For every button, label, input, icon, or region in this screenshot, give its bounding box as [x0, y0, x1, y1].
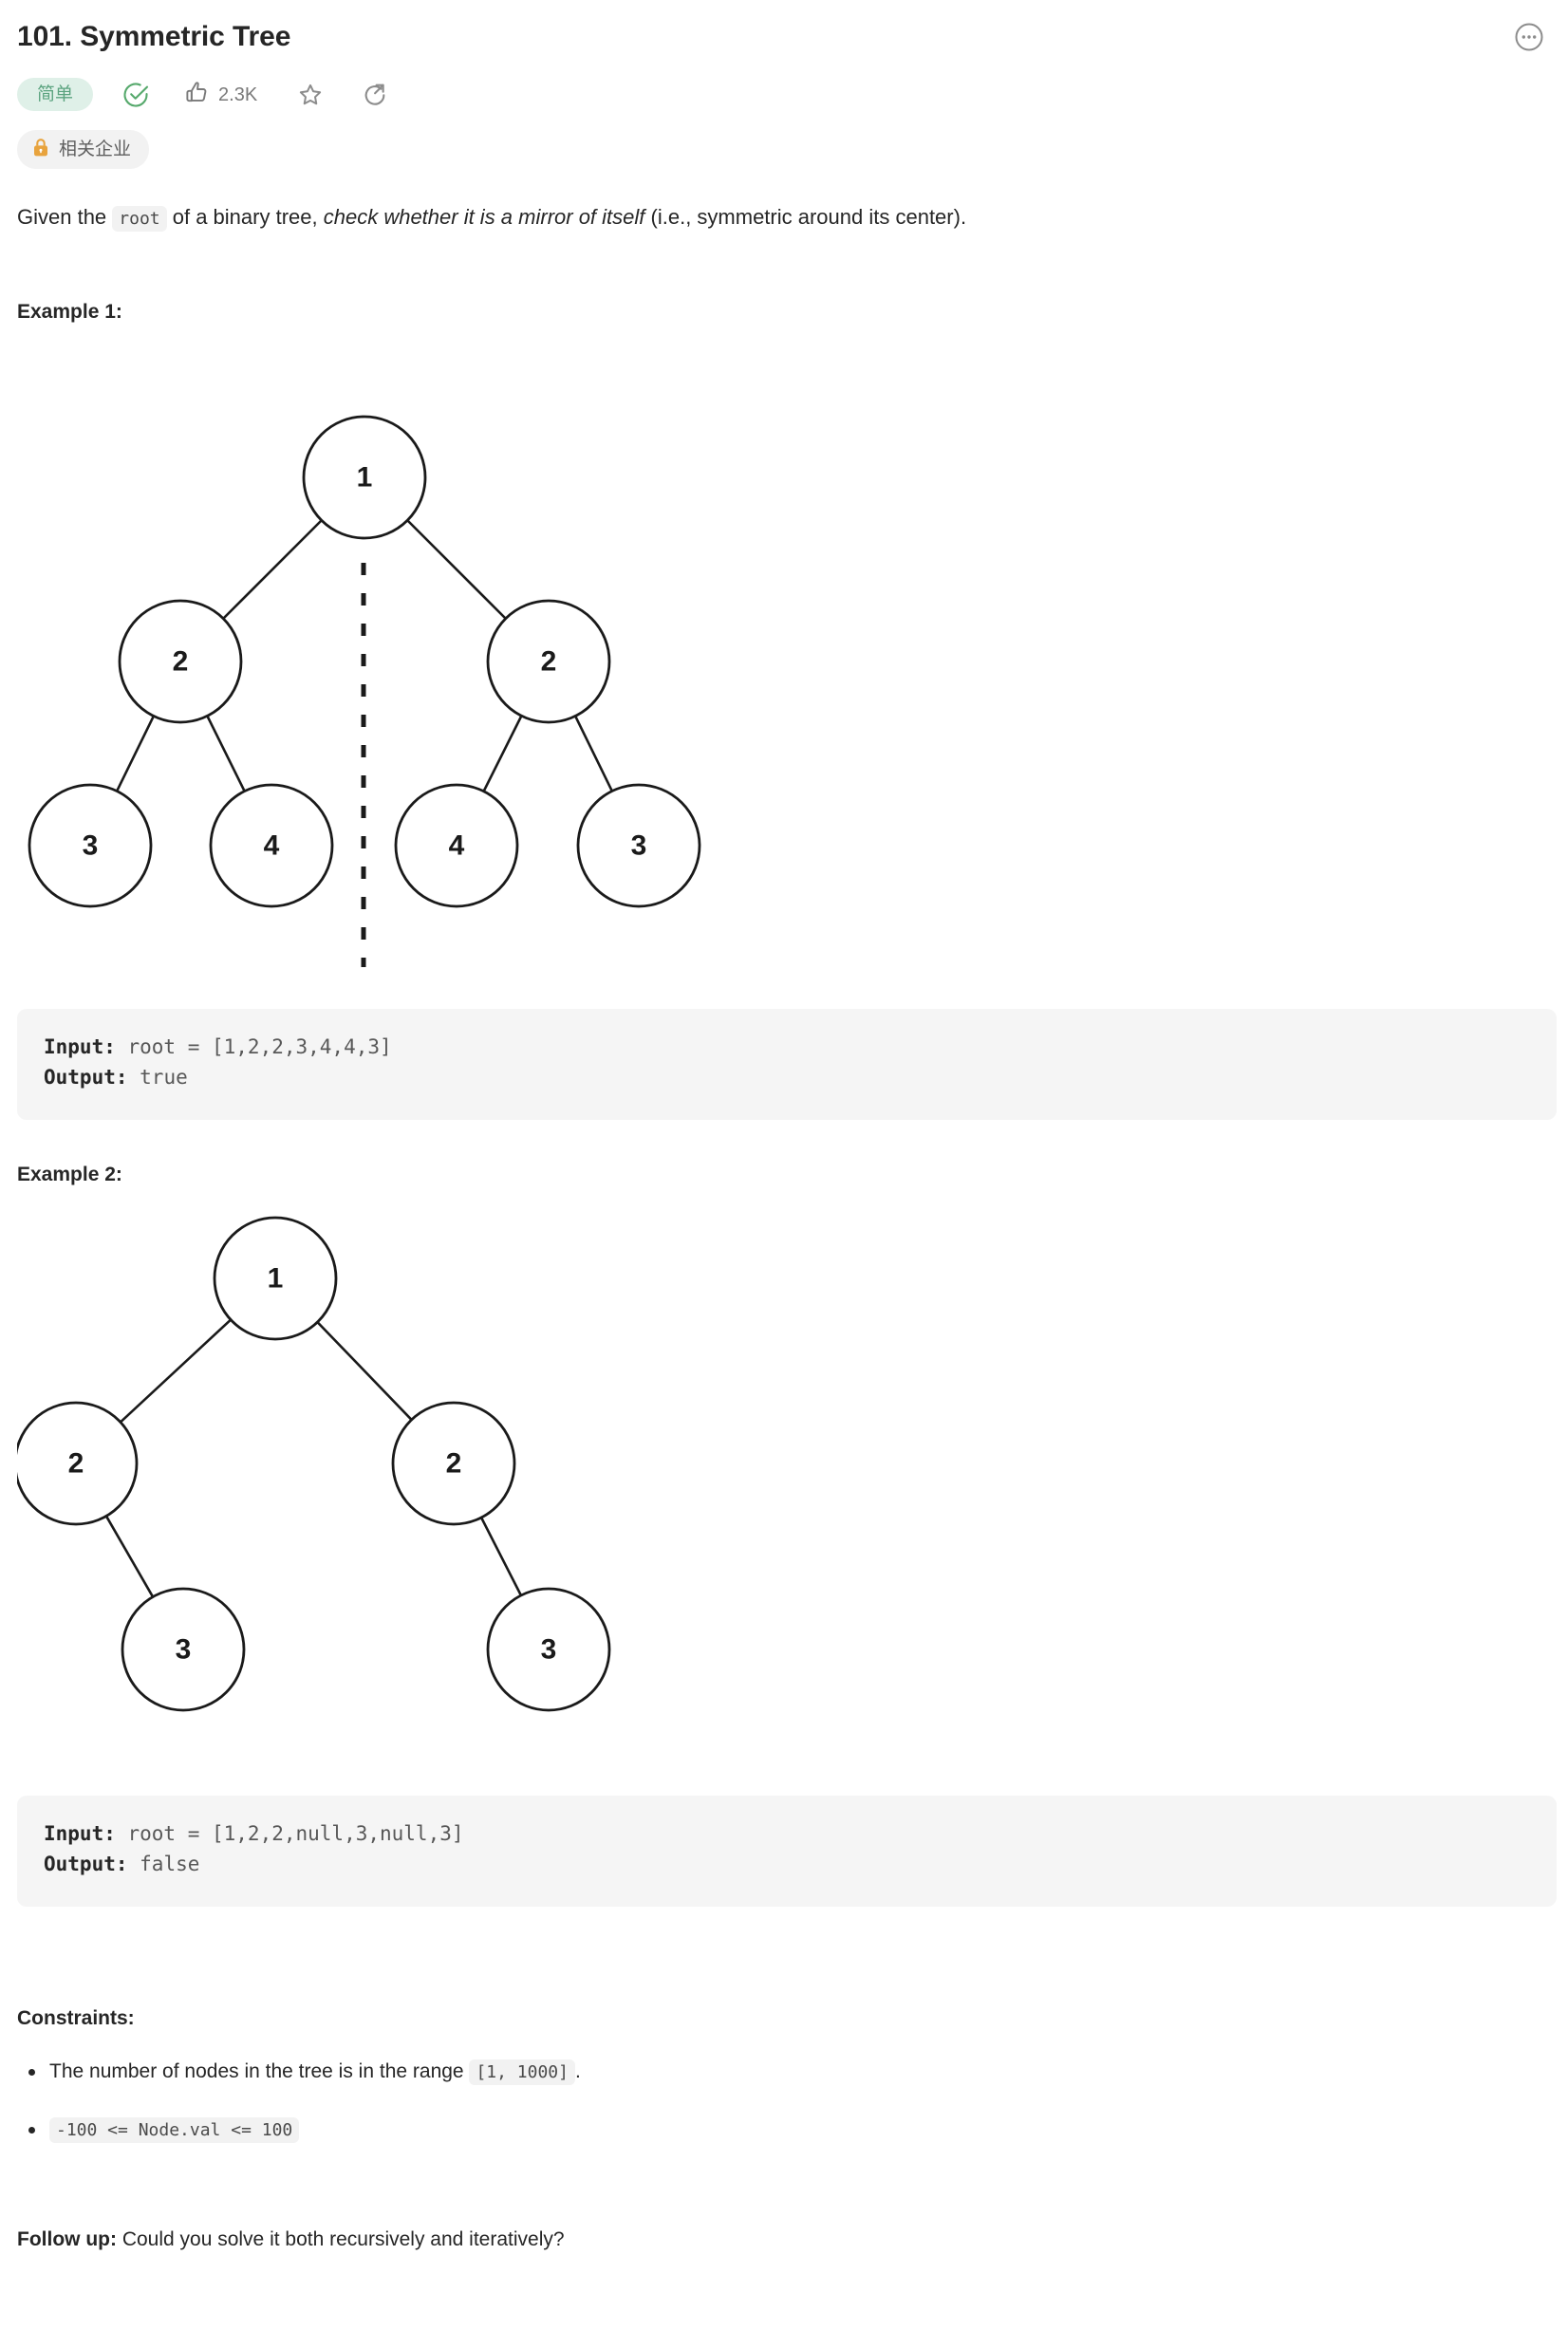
tree-node: 3 [28, 783, 153, 907]
tree-edge [573, 715, 614, 792]
problem-meta-row: 简单 2.3K [17, 75, 1551, 115]
related-companies-tag[interactable]: 相关企业 [17, 129, 150, 169]
tree-edge [482, 715, 523, 792]
likes-button[interactable]: 2.3K [184, 80, 257, 110]
tree-node-label: 3 [83, 829, 99, 861]
tree-node-circle [486, 1587, 611, 1711]
title-row: 101. Symmetric Tree [17, 13, 1551, 55]
list-item: -100 <= Node.val <= 100 [28, 2115, 1551, 2145]
example-2-input-value: root = [1,2,2,null,3,null,3] [115, 1821, 464, 1845]
example-1-output-value: true [127, 1066, 188, 1090]
inline-code-root: root [112, 205, 167, 232]
constraints-list: The number of nodes in the tree is in th… [17, 2057, 1551, 2145]
tree-node: 1 [213, 1216, 338, 1340]
tree-node-label: 2 [68, 1447, 84, 1479]
constraint-1-prefix: The number of nodes in the tree is in th… [49, 2059, 470, 2082]
example-2-output-value: false [127, 1853, 200, 1876]
tree-node-label: 3 [541, 1633, 557, 1665]
page-title: 101. Symmetric Tree [17, 21, 291, 52]
tree-node-label: 2 [173, 645, 189, 677]
tree-node: 2 [391, 1401, 516, 1525]
desc-text-before: Given the [17, 204, 113, 229]
example-2-output-label: Output: [44, 1853, 128, 1876]
tree-edge [120, 1318, 232, 1423]
tree-node-label: 2 [446, 1447, 462, 1479]
follow-up-text: Follow up: Could you solve it both recur… [17, 2225, 1551, 2255]
tree-edge [406, 518, 507, 620]
tree-node: 3 [121, 1587, 246, 1711]
constraint-1-suffix: . [574, 2059, 581, 2082]
example-2-input-label: Input: [44, 1821, 116, 1845]
tree-edge [222, 518, 323, 620]
tree-node-circle [394, 783, 519, 907]
follow-up-body: Could you solve it both recursively and … [116, 2227, 565, 2250]
desc-text-after: of a binary tree, [166, 204, 324, 229]
tree-node-label: 2 [541, 645, 557, 677]
constraint-2-code: -100 <= Node.val <= 100 [49, 2117, 300, 2144]
tree-node-label: 4 [449, 829, 465, 861]
example-1-output-label: Output: [44, 1066, 128, 1090]
binary-tree-svg-2: 1 2 2 3 3 [17, 1216, 611, 1711]
tree-node-circle [486, 599, 611, 723]
desc-italic: check whether it is a mirror of itself [323, 204, 645, 229]
tree-node-circle [118, 599, 243, 723]
tree-node-circle [17, 1401, 139, 1525]
example-2-tree-diagram: 1 2 2 3 3 [17, 1207, 1551, 1777]
tree-edge [115, 715, 156, 792]
example-1-code-block: Input: root = [1,2,2,3,4,4,3] Output: tr… [17, 1008, 1557, 1120]
desc-text-tail: (i.e., symmetric around its center). [644, 204, 967, 229]
example-1-input-value: root = [1,2,2,3,4,4,3] [115, 1034, 392, 1058]
example-2-code-block: Input: root = [1,2,2,null,3,null,3] Outp… [17, 1795, 1557, 1907]
tree-node-circle [576, 783, 701, 907]
tree-edge [479, 1517, 523, 1596]
star-outline-icon[interactable] [297, 82, 324, 108]
tree-node: 1 [302, 415, 427, 539]
tree-node: 2 [17, 1401, 139, 1525]
tree-node-circle [213, 1216, 338, 1340]
example-1-tree-diagram: 1 2 2 3 4 4 3 [17, 345, 1551, 990]
check-circle-icon[interactable] [121, 81, 150, 109]
share-arrow-icon[interactable] [362, 82, 388, 108]
tree-edge [316, 1320, 413, 1421]
example-2-heading: Example 2: [17, 1163, 122, 1185]
difficulty-badge[interactable]: 简单 [17, 78, 94, 111]
list-item: The number of nodes in the tree is in th… [28, 2057, 1551, 2087]
constraint-1-code: [1, 1000] [469, 2059, 575, 2085]
thumbs-up-icon [184, 80, 210, 110]
tree-edge [104, 1515, 155, 1597]
related-companies-label: 相关企业 [59, 138, 132, 159]
tree-node: 4 [209, 783, 334, 907]
tree-node: 2 [486, 599, 611, 723]
follow-up-label: Follow up: [17, 2227, 117, 2250]
tree-node-circle [28, 783, 153, 907]
problem-description: Given the root of a binary tree, check w… [17, 201, 1551, 233]
ellipsis-circle-icon[interactable] [1513, 21, 1545, 53]
example-1-input-label: Input: [44, 1034, 116, 1058]
company-tag-row: 相关企业 [17, 129, 1551, 169]
tree-node-label: 3 [176, 1633, 192, 1665]
tree-node-circle [391, 1401, 516, 1525]
tree-node-label: 1 [268, 1262, 284, 1294]
example-1-heading: Example 1: [17, 300, 122, 323]
constraints-heading: Constraints: [17, 2006, 135, 2029]
tree-node: 3 [576, 783, 701, 907]
tree-edge [206, 715, 246, 792]
tree-node-circle [209, 783, 334, 907]
tree-node-label: 4 [264, 829, 280, 861]
tree-node-circle [121, 1587, 246, 1711]
tree-node: 4 [394, 783, 519, 907]
tree-node-circle [302, 415, 427, 539]
lock-icon [32, 138, 49, 161]
binary-tree-svg-1: 1 2 2 3 4 4 3 [28, 415, 701, 967]
problem-page: 101. Symmetric Tree 简单 [17, 13, 1557, 2255]
tree-node: 2 [118, 599, 243, 723]
tree-node: 3 [486, 1587, 611, 1711]
likes-count: 2.3K [218, 84, 258, 105]
tree-node-label: 1 [357, 461, 373, 493]
tree-node-label: 3 [631, 829, 647, 861]
